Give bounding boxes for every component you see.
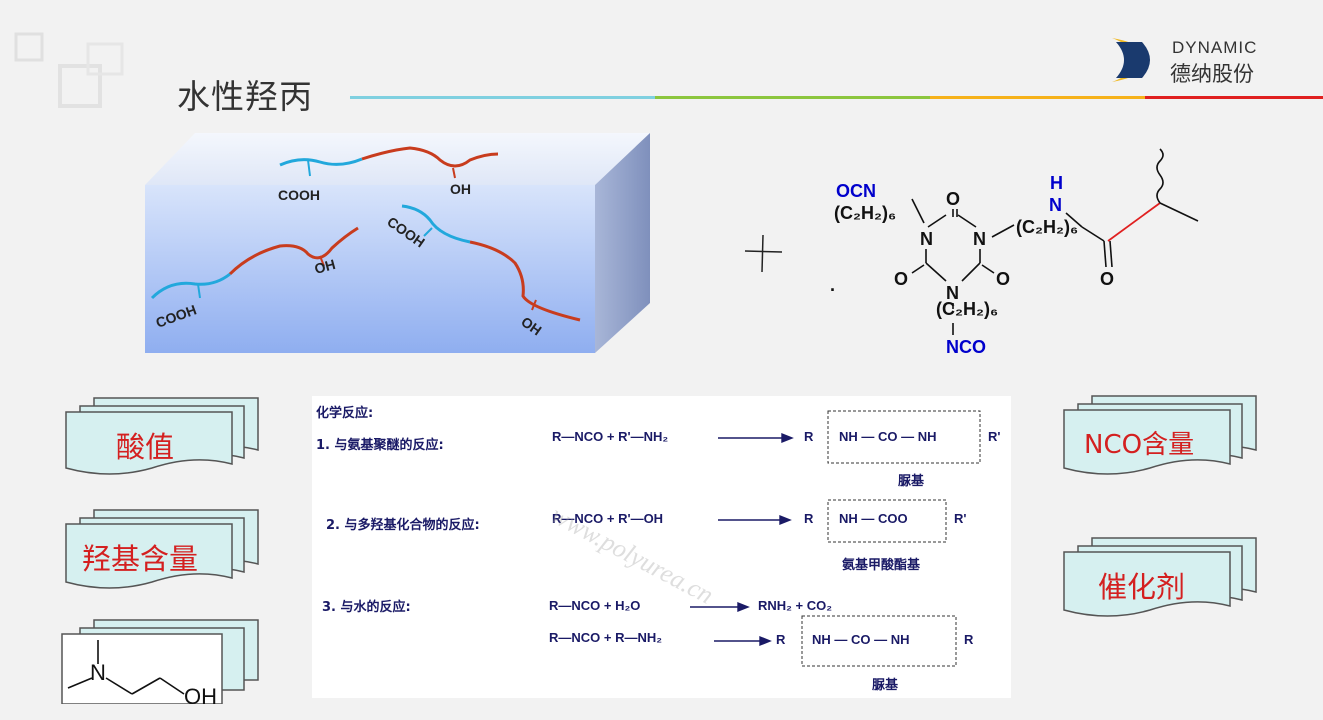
amine-oh: OH bbox=[184, 684, 217, 704]
card-amine-structure: N OH bbox=[61, 619, 259, 704]
card-catalyst-label: 催化剂 bbox=[1098, 570, 1186, 604]
mol-o-right: O bbox=[996, 269, 1010, 289]
reaction-1-name: 脲基 bbox=[898, 474, 925, 489]
reaction-2-lhs: R—NCO + R'—OH bbox=[552, 511, 664, 526]
reaction-3-name: 脲基 bbox=[872, 678, 899, 693]
reaction-1-r: R bbox=[804, 429, 814, 444]
mol-nh-n: N bbox=[1049, 195, 1062, 215]
logo-text-cn: 德纳股份 bbox=[1170, 62, 1254, 86]
reaction-lines bbox=[690, 410, 981, 667]
mol-n-right: N bbox=[973, 229, 986, 249]
mol-left-chain: (C₂H₂)₆ bbox=[834, 203, 896, 223]
card-acid-value bbox=[65, 397, 259, 475]
logo-text-en: DYNAMIC bbox=[1172, 38, 1258, 57]
card-acid-value-label: 酸值 bbox=[116, 430, 175, 464]
reaction-2-title: 2. 与多羟基化合物的反应: bbox=[326, 518, 480, 533]
plus-sign-icon bbox=[744, 234, 783, 273]
mol-dot: . bbox=[830, 275, 835, 295]
reaction-panel: 化学反应: 1. 与氨基聚醚的反应: R—NCO + R'—NH₂ R NH —… bbox=[312, 396, 1011, 698]
mol-right-chain: (C₂H₂)₆ bbox=[1016, 217, 1078, 237]
card-hydroxyl-content bbox=[65, 509, 259, 589]
mol-o-top: O bbox=[946, 189, 960, 209]
card-nco-content bbox=[1063, 395, 1257, 475]
oh-label-1: OH bbox=[450, 181, 471, 197]
reaction-2-r: R bbox=[804, 511, 814, 526]
mol-n-bottom: N bbox=[946, 283, 959, 303]
title-underline bbox=[350, 96, 1323, 99]
oh-label-2: OH bbox=[313, 256, 337, 277]
page-title: 水性羟丙 bbox=[177, 77, 313, 116]
reaction-1-product: NH — CO — NH bbox=[839, 429, 937, 444]
polymer-box-diagram: COOH OH COOH OH COOH OH bbox=[145, 133, 650, 353]
cooh-label-1: COOH bbox=[278, 187, 320, 203]
card-hydroxyl-content-label: 羟基含量 bbox=[82, 542, 199, 576]
reaction-3a-rhs: RNH₂ + CO₂ bbox=[758, 598, 833, 613]
isocyanurate-molecule: OCN (C₂H₂)₆ N N O O O N (C₂H₂)₆ NCO (C₂H… bbox=[830, 148, 1199, 357]
reaction-2-product: NH — COO bbox=[839, 511, 908, 526]
card-nco-content-label: NCO含量 bbox=[1084, 430, 1195, 460]
mol-nco: NCO bbox=[946, 337, 986, 357]
reaction-2-rp: R' bbox=[954, 511, 967, 526]
card-catalyst bbox=[1063, 537, 1257, 617]
reaction-3-title: 3. 与水的反应: bbox=[322, 600, 411, 615]
mol-n-left: N bbox=[920, 229, 933, 249]
mol-bottom-chain: (C₂H₂)₆ bbox=[936, 299, 998, 319]
reaction-3a-lhs: R—NCO + H₂O bbox=[549, 598, 641, 613]
reaction-2-name: 氨基甲酸酯基 bbox=[842, 558, 921, 573]
mol-ocn: OCN bbox=[836, 181, 876, 201]
reaction-3b-rp: R bbox=[964, 632, 974, 647]
reaction-3b-lhs: R—NCO + R—NH₂ bbox=[549, 630, 663, 645]
reaction-1-rp: R' bbox=[988, 429, 1001, 444]
reaction-3b-r: R bbox=[776, 632, 786, 647]
reaction-1-title: 1. 与氨基聚醚的反应: bbox=[316, 438, 444, 453]
amine-n: N bbox=[90, 660, 106, 685]
mol-carbonyl-o: O bbox=[1100, 269, 1114, 289]
reaction-3b-product: NH — CO — NH bbox=[812, 632, 910, 647]
reaction-1-lhs: R—NCO + R'—NH₂ bbox=[552, 429, 669, 444]
decor-squares bbox=[14, 32, 124, 108]
mol-nh-h: H bbox=[1050, 173, 1063, 193]
company-logo-icon bbox=[1112, 38, 1150, 82]
reaction-heading: 化学反应: bbox=[316, 406, 374, 421]
mol-o-left: O bbox=[894, 269, 908, 289]
